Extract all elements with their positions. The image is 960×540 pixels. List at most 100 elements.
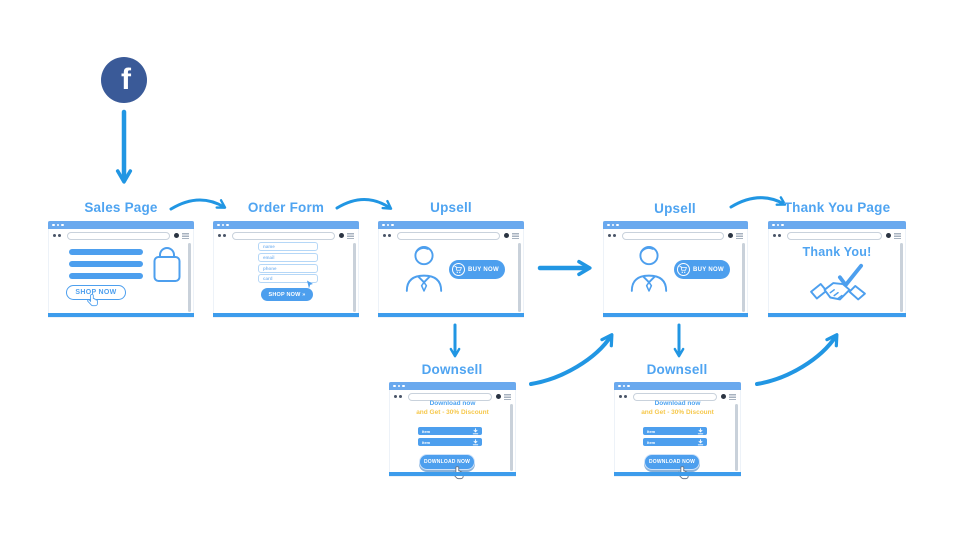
card-field[interactable]: card xyxy=(258,274,318,284)
account-icon xyxy=(721,394,726,399)
window-dot xyxy=(386,223,389,227)
label-upsell-2: Upsell xyxy=(654,201,696,216)
arrow-downsell1-to-upsell2 xyxy=(529,333,614,386)
download-item-row[interactable]: Item xyxy=(418,427,482,435)
shop-now-button[interactable]: SHOP NOW » xyxy=(261,288,313,301)
window-dot xyxy=(607,223,610,227)
window-footer-bar xyxy=(768,313,906,317)
window-dot xyxy=(776,223,779,227)
menu-icon[interactable] xyxy=(729,393,736,400)
name-field[interactable]: name xyxy=(258,242,318,251)
window-upsell-2: BUY NOW xyxy=(603,221,748,318)
menu-icon[interactable] xyxy=(736,232,743,239)
url-bar[interactable] xyxy=(408,392,492,401)
window-dot xyxy=(611,223,614,227)
forward-button-icon[interactable] xyxy=(613,234,616,237)
window-footer-bar xyxy=(603,313,748,317)
text-line xyxy=(69,261,143,267)
window-footer-bar xyxy=(48,313,194,317)
forward-button-icon[interactable] xyxy=(624,395,627,398)
phone-field[interactable]: phone xyxy=(258,263,318,273)
account-icon xyxy=(886,233,891,238)
window-upsell-1: BUY NOW xyxy=(378,221,524,318)
account-icon xyxy=(174,233,179,238)
menu-icon[interactable] xyxy=(347,232,354,239)
label-upsell-1: Upsell xyxy=(430,200,472,215)
download-icon xyxy=(472,427,479,434)
window-dot xyxy=(221,223,224,227)
window-order-form: name email phone card SHOP NOW » xyxy=(213,221,359,318)
scrollbar[interactable] xyxy=(353,243,356,312)
download-item-row[interactable]: Item xyxy=(418,438,482,446)
menu-icon[interactable] xyxy=(504,393,511,400)
download-now-button[interactable]: DOWNLOAD NOW xyxy=(419,454,475,470)
back-button-icon[interactable] xyxy=(394,395,397,398)
window-dot xyxy=(56,223,59,227)
url-bar[interactable] xyxy=(397,231,500,240)
forward-button-icon[interactable] xyxy=(388,234,391,237)
scrollbar[interactable] xyxy=(510,404,513,471)
download-now-button[interactable]: DOWNLOAD NOW xyxy=(644,454,700,470)
window-sales-page: SHOP NOW xyxy=(48,221,194,318)
back-button-icon[interactable] xyxy=(619,395,622,398)
forward-button-icon[interactable] xyxy=(399,395,402,398)
cart-icon xyxy=(452,263,465,276)
window-dot xyxy=(382,223,385,227)
window-titlebar xyxy=(389,382,516,390)
buy-now-label: BUY NOW xyxy=(468,266,499,273)
scrollbar[interactable] xyxy=(900,243,903,312)
menu-icon[interactable] xyxy=(894,232,901,239)
window-dot xyxy=(393,384,396,388)
buy-now-button[interactable]: BUY NOW xyxy=(674,260,730,279)
back-button-icon[interactable] xyxy=(383,234,386,237)
person-icon xyxy=(405,246,443,292)
menu-icon[interactable] xyxy=(182,232,189,239)
buy-now-label: BUY NOW xyxy=(693,266,724,273)
person-icon xyxy=(630,246,668,292)
forward-button-icon[interactable] xyxy=(223,234,226,237)
scrollbar[interactable] xyxy=(518,243,521,312)
hand-cursor-icon xyxy=(87,294,98,307)
download-item-row[interactable]: Item xyxy=(643,427,707,435)
handshake-check-icon xyxy=(810,263,866,301)
menu-icon[interactable] xyxy=(512,232,519,239)
browser-toolbar xyxy=(769,229,905,242)
buy-now-button[interactable]: BUY NOW xyxy=(449,260,505,279)
thank-you-heading: Thank You! xyxy=(802,245,872,259)
window-dot xyxy=(772,223,775,227)
back-button-icon[interactable] xyxy=(53,234,56,237)
url-bar[interactable] xyxy=(633,392,717,401)
window-dot xyxy=(622,384,625,388)
scrollbar[interactable] xyxy=(188,243,191,312)
label-thank-you: Thank You Page xyxy=(783,200,891,215)
cart-icon xyxy=(677,263,690,276)
forward-button-icon[interactable] xyxy=(778,234,781,237)
email-field[interactable]: email xyxy=(258,252,318,262)
window-titlebar xyxy=(614,382,741,390)
window-titlebar xyxy=(378,221,524,229)
url-bar[interactable] xyxy=(67,231,170,240)
url-bar[interactable] xyxy=(787,231,882,240)
window-dot xyxy=(397,384,400,388)
scrollbar[interactable] xyxy=(735,404,738,471)
facebook-icon[interactable]: f xyxy=(101,57,147,103)
arrow-cursor-icon xyxy=(307,280,313,289)
browser-toolbar xyxy=(379,229,523,242)
back-button-icon[interactable] xyxy=(608,234,611,237)
download-icon xyxy=(697,427,704,434)
download-now-text: Download now xyxy=(654,400,701,407)
window-dot xyxy=(61,223,64,227)
forward-button-icon[interactable] xyxy=(58,234,61,237)
window-footer-bar xyxy=(213,313,359,317)
window-titlebar xyxy=(768,221,906,229)
window-titlebar xyxy=(213,221,359,229)
back-button-icon[interactable] xyxy=(218,234,221,237)
url-bar[interactable] xyxy=(232,231,335,240)
back-button-icon[interactable] xyxy=(773,234,776,237)
label-sales-page: Sales Page xyxy=(84,200,158,215)
url-bar[interactable] xyxy=(622,231,724,240)
download-item-row[interactable]: Item xyxy=(643,438,707,446)
item-label: Item xyxy=(422,439,431,445)
text-line xyxy=(69,249,143,255)
scrollbar[interactable] xyxy=(742,243,745,312)
